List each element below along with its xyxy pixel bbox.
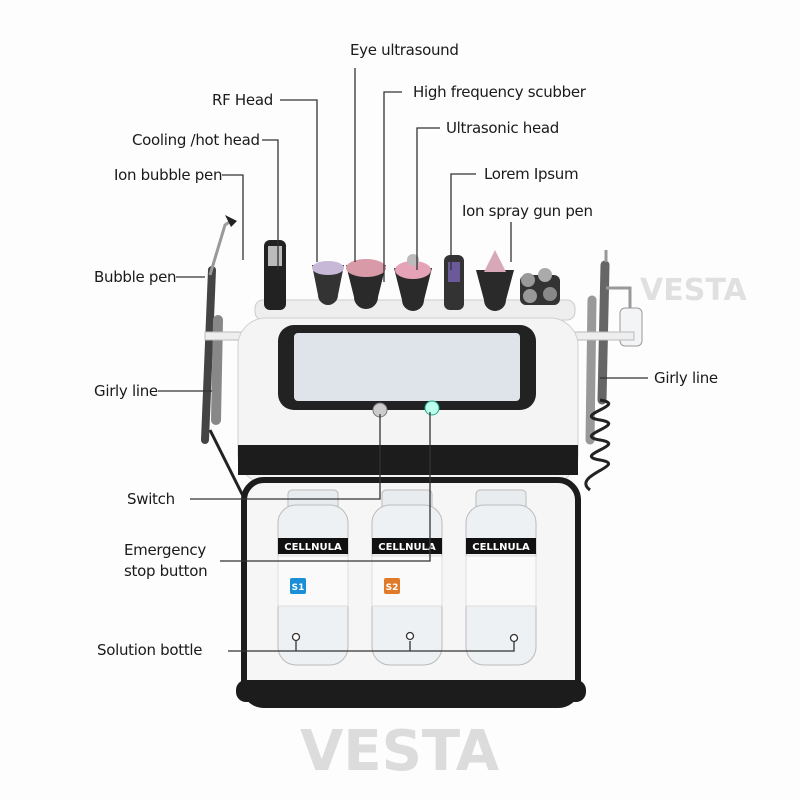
emergency-stop-knob[interactable] — [424, 400, 440, 416]
label-high-frequency-scrubber: High frequency scubber — [413, 83, 586, 101]
label-ion-bubble-pen: Ion bubble pen — [114, 166, 223, 184]
rf-head — [346, 265, 386, 309]
watermark-lower: VESTA — [300, 719, 500, 784]
bottle-label — [371, 555, 443, 607]
cooling-hot-head — [312, 265, 344, 305]
label-cooling-hot-head: Cooling /hot head — [132, 131, 260, 149]
bottle-brand-band — [278, 538, 348, 554]
leader-lines — [158, 68, 648, 652]
label-emergency-stop-1: Emergency — [124, 541, 206, 559]
eye-ultrasound-head — [394, 268, 432, 311]
touch-screen — [294, 333, 520, 401]
bottle-brand: CELLNULA — [378, 542, 436, 553]
treatment-heads — [264, 240, 560, 311]
solution-bottle: CELLNULA S1 — [277, 489, 349, 666]
label-bubble-pen: Bubble pen — [94, 268, 177, 286]
label-emergency-stop-2: stop button — [124, 562, 208, 580]
device-band — [238, 445, 578, 475]
bottle-label — [465, 555, 537, 607]
bottle-brand: CELLNULA — [472, 542, 530, 553]
bottle-brand: CELLNULA — [284, 542, 342, 553]
bottle-tag — [384, 578, 400, 594]
label-switch: Switch — [127, 490, 175, 508]
bottle-label — [277, 555, 349, 607]
coiled-cable — [584, 398, 610, 492]
label-ion-spray-gun-pen: Ion spray gun pen — [462, 202, 593, 220]
left-pens — [201, 215, 256, 501]
solution-bottle: CELLNULA — [465, 489, 537, 666]
label-ultrasonic-head: Ultrasonic head — [446, 119, 560, 137]
label-rf-head: RF Head — [212, 91, 273, 109]
bottle-tag — [290, 578, 306, 594]
bottle-brand-band — [372, 538, 442, 554]
bottle-tag-text: S1 — [292, 583, 305, 593]
ultrasonic-head — [476, 270, 514, 311]
label-lorem-ipsum: Lorem Ipsum — [484, 165, 579, 183]
bottle-brand-band — [466, 538, 536, 554]
watermark-upper: VESTA — [640, 273, 747, 308]
label-eye-ultrasound: Eye ultrasound — [350, 41, 459, 59]
right-pens — [571, 250, 643, 492]
bottle-markers — [291, 631, 519, 643]
roller-head — [520, 268, 560, 305]
device-base — [236, 680, 586, 702]
label-girly-line-right: Girly line — [654, 369, 718, 387]
label-girly-line-left: Girly line — [94, 382, 158, 400]
solution-bottle: CELLNULA S2 — [371, 489, 443, 666]
label-solution-bottle: Solution bottle — [97, 641, 203, 659]
bottle-tag-text: S2 — [386, 583, 399, 593]
